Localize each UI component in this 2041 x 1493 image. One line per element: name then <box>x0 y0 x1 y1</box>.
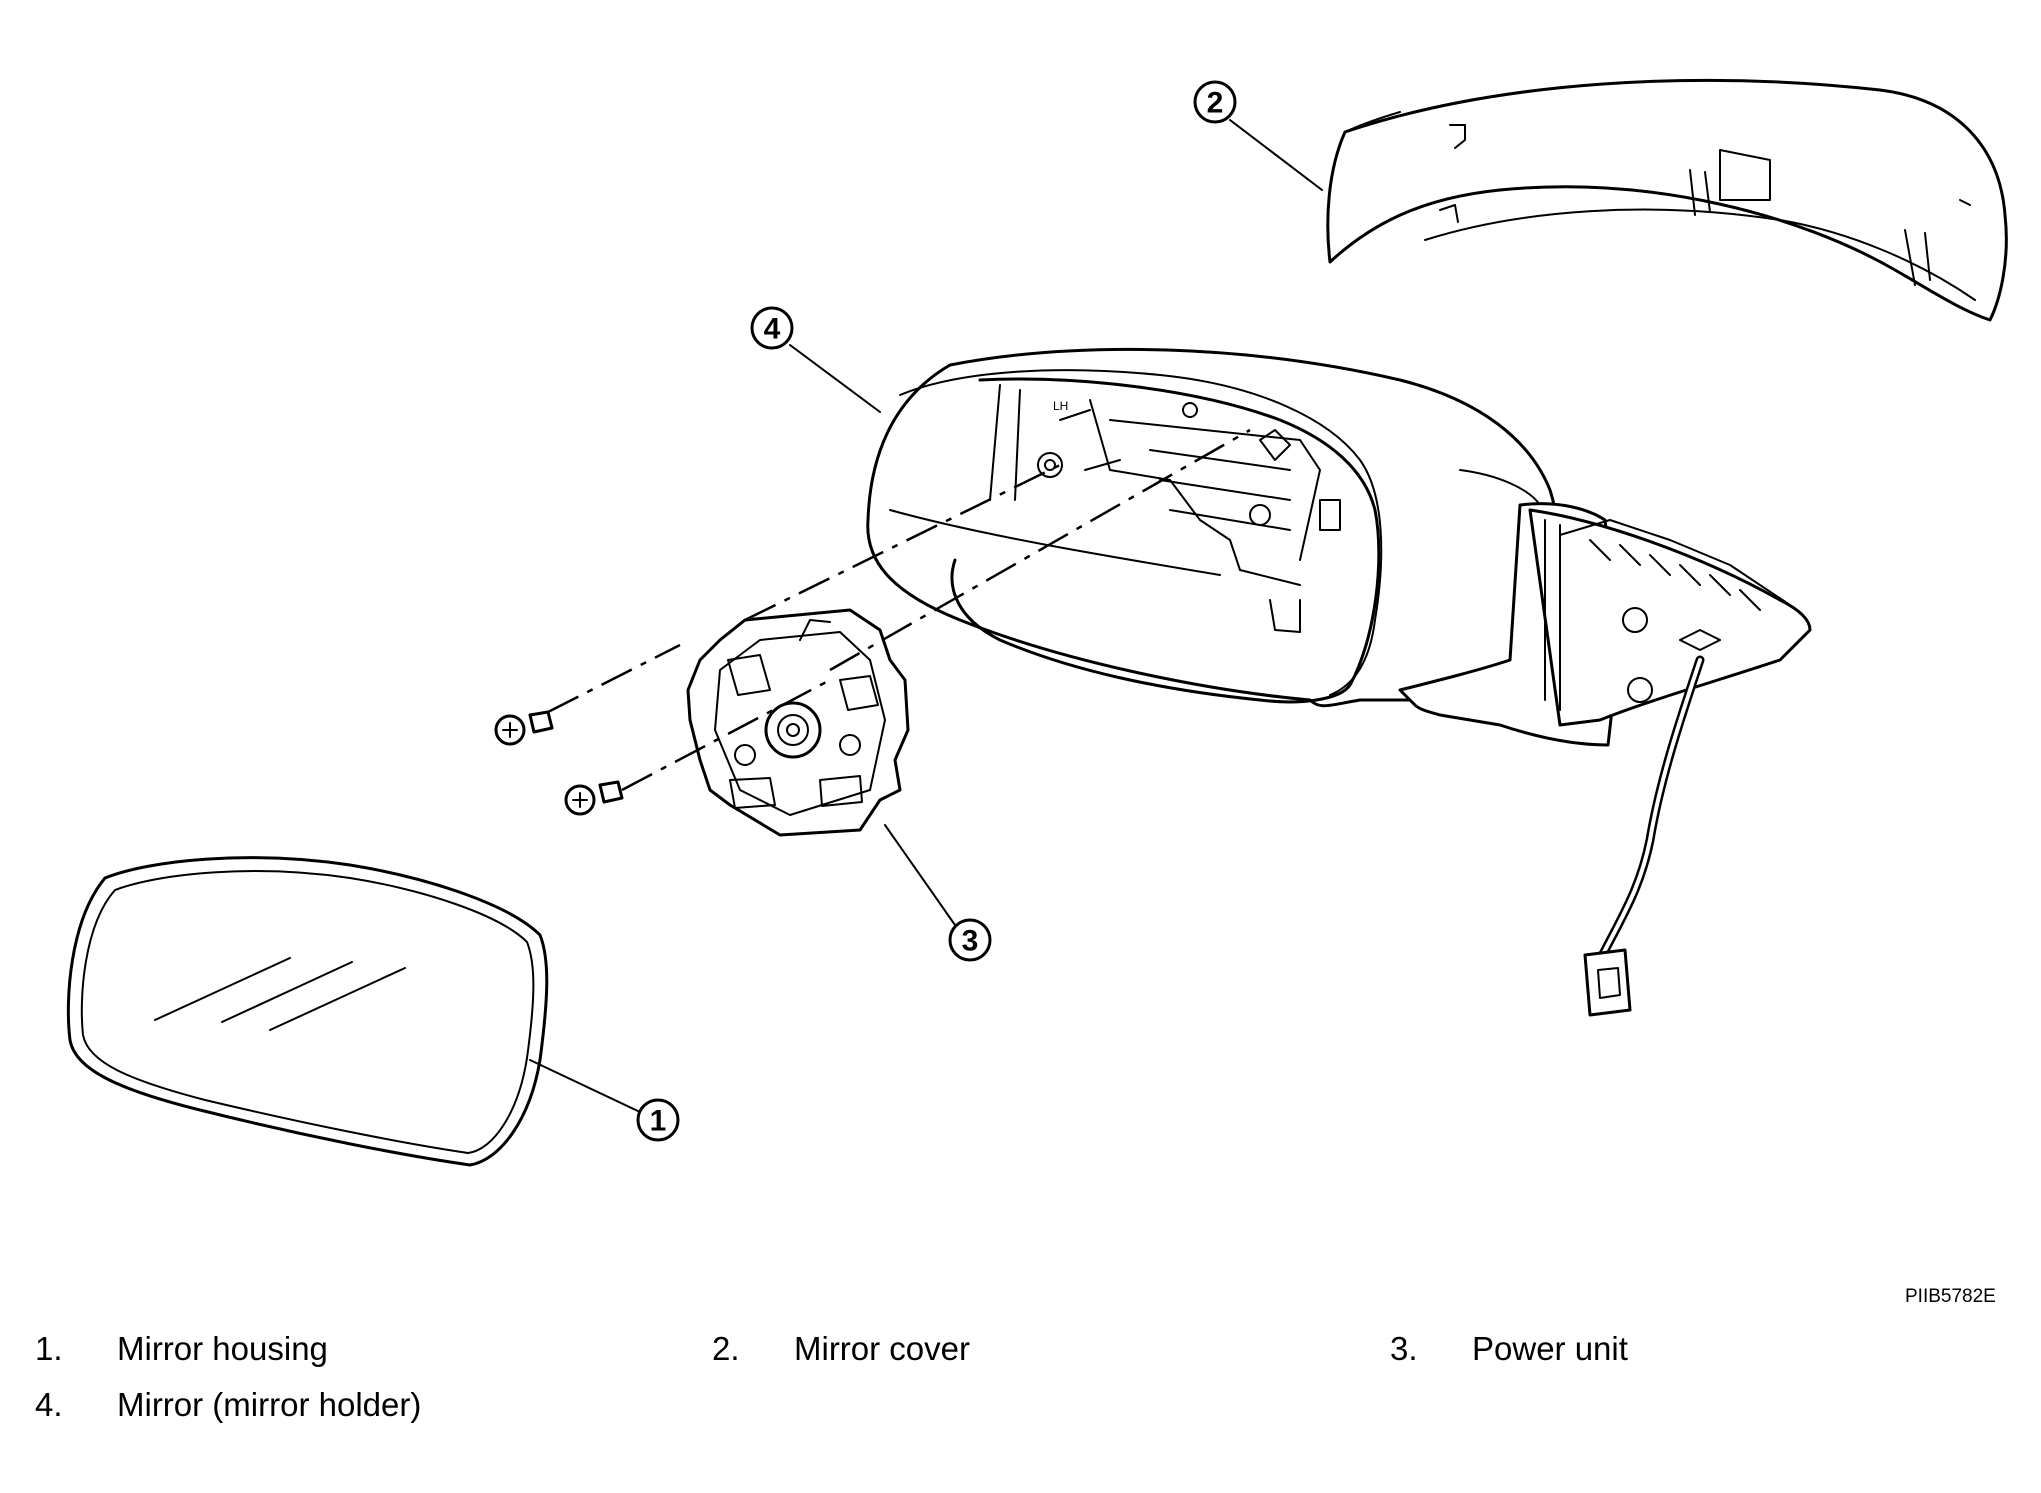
legend-label: Power unit <box>1472 1330 1628 1367</box>
leader-lines <box>529 119 1323 1113</box>
screw-upper <box>494 710 554 746</box>
svg-text:4: 4 <box>764 313 781 346</box>
callout-2: 2 <box>1193 80 1237 124</box>
legend-num: 2. <box>712 1330 740 1367</box>
legend-label: Mirror (mirror holder) <box>117 1386 422 1423</box>
mirror-cover <box>1326 78 2008 322</box>
power-unit <box>686 608 910 837</box>
legend-num: 3. <box>1390 1330 1418 1367</box>
svg-text:2: 2 <box>1207 87 1224 120</box>
svg-text:3: 3 <box>962 925 979 958</box>
lh-mark: LH <box>1053 399 1068 413</box>
svg-text:1: 1 <box>650 1105 667 1138</box>
figure-code: PIIB5782E <box>1905 1286 1996 1307</box>
legend-num: 1. <box>35 1330 63 1367</box>
callout-4: 4 <box>750 306 794 350</box>
alignment-lines <box>547 428 1251 792</box>
legend-num: 4. <box>35 1386 63 1423</box>
mirror-holder-body: LH <box>866 347 1559 708</box>
harness-connector <box>1583 629 1721 1017</box>
exploded-mirror-diagram: LH <box>66 78 2008 1167</box>
legend-label: Mirror housing <box>117 1330 328 1367</box>
callout-3: 3 <box>948 918 992 962</box>
mirror-base-bracket <box>1398 502 1812 747</box>
mirror-glass <box>66 856 549 1167</box>
screw-lower <box>564 780 624 816</box>
callout-1: 1 <box>636 1098 680 1142</box>
legend-label: Mirror cover <box>794 1330 971 1367</box>
